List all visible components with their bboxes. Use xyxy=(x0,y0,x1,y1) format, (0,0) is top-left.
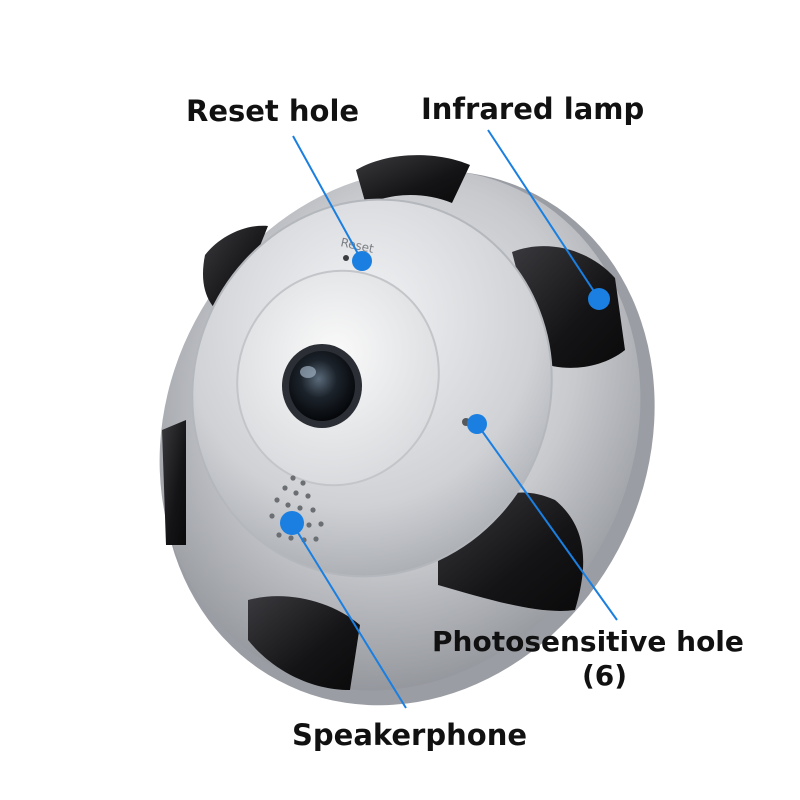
reset-hole-icon: Reset xyxy=(339,235,375,261)
reset-pointer-line xyxy=(292,135,363,262)
camera-lens-icon xyxy=(282,344,362,428)
photosensitive-count-label: (6) xyxy=(582,659,628,692)
reset-hole-label: Reset hole xyxy=(186,94,360,128)
infrared-lamp-label: Infrared lamp xyxy=(421,92,645,126)
photosensitive-pointer-line xyxy=(476,423,618,621)
reset-pointer-dot xyxy=(352,251,372,271)
callout-lines xyxy=(291,129,618,709)
reset-print: Reset xyxy=(339,235,375,256)
photosensitive-pointer-dot xyxy=(467,414,487,434)
infrared-pointer-dot xyxy=(588,288,610,310)
photosensitive-hole-label: Photosensitive hole xyxy=(432,625,744,658)
speakerphone-label: Speakerphone xyxy=(292,718,528,752)
speaker-pointer-line xyxy=(291,522,407,709)
infrared-pointer-line xyxy=(487,129,600,300)
speaker-pointer-dot xyxy=(280,511,304,535)
callout-dots xyxy=(280,251,610,535)
